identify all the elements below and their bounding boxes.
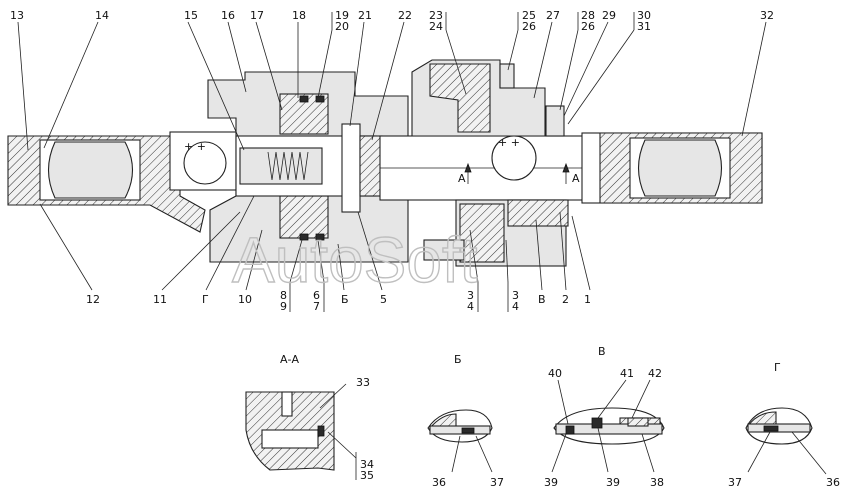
- screw-28: [545, 105, 565, 137]
- detail-callout-38: 38: [650, 476, 664, 489]
- right-housing-hatched: [429, 63, 491, 133]
- callout-25: 25: [522, 9, 536, 22]
- nut-3-4: [423, 239, 465, 261]
- spring-seat: [239, 147, 323, 185]
- section-mark-a-right: А: [572, 172, 580, 185]
- callout-16: 16: [221, 9, 235, 22]
- detail-callout-41: 41: [620, 367, 634, 380]
- detail-callout-39b: 39: [606, 476, 620, 489]
- callout-27: 27: [546, 9, 560, 22]
- seal-20: [315, 95, 325, 103]
- callout-26a: 26: [522, 20, 536, 33]
- detail-callout-33: 33: [356, 376, 370, 389]
- callout-15: 15: [184, 9, 198, 22]
- callout-G: Г: [202, 293, 209, 306]
- detail-section-aa: А-А 33 34 35: [245, 353, 374, 482]
- right-pin-hole: [491, 135, 537, 181]
- detail-section-v: В 40 41 42 39 39 38: [544, 345, 665, 489]
- spring-coil: [267, 151, 309, 181]
- callout-23: 23: [429, 9, 443, 22]
- callout-22: 22: [398, 9, 412, 22]
- callout-11: 11: [153, 293, 167, 306]
- callout-13: 13: [10, 9, 24, 22]
- callout-20: 20: [335, 20, 349, 33]
- detail-callout-35: 35: [360, 469, 374, 482]
- right-ball-insert: [637, 139, 723, 197]
- callout-32: 32: [760, 9, 774, 22]
- detail-title-aa: А-А: [280, 353, 299, 366]
- callout-24: 24: [429, 20, 443, 33]
- left-ball-insert: [47, 141, 134, 199]
- main-assembly: А А + + + +: [7, 59, 763, 267]
- detail-section-g: Г 37 36: [728, 361, 840, 489]
- fitting-25: [499, 63, 515, 89]
- detail-title-b: Б: [454, 353, 462, 366]
- left-pin-hole-inner: [183, 141, 227, 185]
- callout-9: 9: [280, 300, 287, 313]
- detail-callout-42: 42: [648, 367, 662, 380]
- detail-title-v: В: [598, 345, 606, 358]
- callout-28: 28: [581, 9, 595, 22]
- detail-callout-34: 34: [360, 458, 374, 471]
- callout-5: 5: [380, 293, 387, 306]
- watermark: AutoSoft: [232, 224, 478, 296]
- section-mark-a-left: А: [458, 172, 466, 185]
- callout-18: 18: [292, 9, 306, 22]
- detail-callout-36b: 36: [826, 476, 840, 489]
- callout-3a: 3: [467, 289, 474, 302]
- callout-3b: 3: [512, 289, 519, 302]
- seal-7: [315, 233, 325, 241]
- callout-8: 8: [280, 289, 287, 302]
- detail-callout-37b: 37: [728, 476, 742, 489]
- callout-6: 6: [313, 289, 320, 302]
- callout-21: 21: [358, 9, 372, 22]
- detail-callout-36a: 36: [432, 476, 446, 489]
- seal-6: [299, 233, 309, 241]
- callout-10: 10: [238, 293, 252, 306]
- callout-31: 31: [637, 20, 651, 33]
- seal-block-B: [507, 199, 569, 227]
- detail-callout-40: 40: [548, 367, 562, 380]
- callout-1: 1: [584, 293, 591, 306]
- callout-B: Б: [341, 293, 349, 306]
- svg-text:+ +: + +: [184, 140, 206, 153]
- clamp-inner: [459, 203, 505, 263]
- callout-4b: 4: [512, 300, 519, 313]
- detail-callout-37a: 37: [490, 476, 504, 489]
- detail-section-b: Б 36 37: [427, 353, 504, 489]
- plug-22: [359, 135, 383, 197]
- seal-19: [299, 95, 309, 103]
- plunger-rod-21: [341, 123, 361, 213]
- callout-14: 14: [95, 9, 109, 22]
- callout-30: 30: [637, 9, 651, 22]
- callout-29: 29: [602, 9, 616, 22]
- callout-7: 7: [313, 300, 320, 313]
- callout-26b: 26: [581, 20, 595, 33]
- callout-17: 17: [250, 9, 264, 22]
- main-callouts: 13 14 15 16 17 18 19 20 21 22 23 24 25 2…: [10, 9, 774, 313]
- callout-4a: 4: [467, 300, 474, 313]
- leader-lines: [17, 12, 767, 312]
- callout-V: В: [538, 293, 546, 306]
- callout-2: 2: [562, 293, 569, 306]
- callout-19: 19: [335, 9, 349, 22]
- detail-title-g: Г: [774, 361, 781, 374]
- callout-12: 12: [86, 293, 100, 306]
- svg-text:+ +: + +: [498, 136, 520, 149]
- detail-callout-39a: 39: [544, 476, 558, 489]
